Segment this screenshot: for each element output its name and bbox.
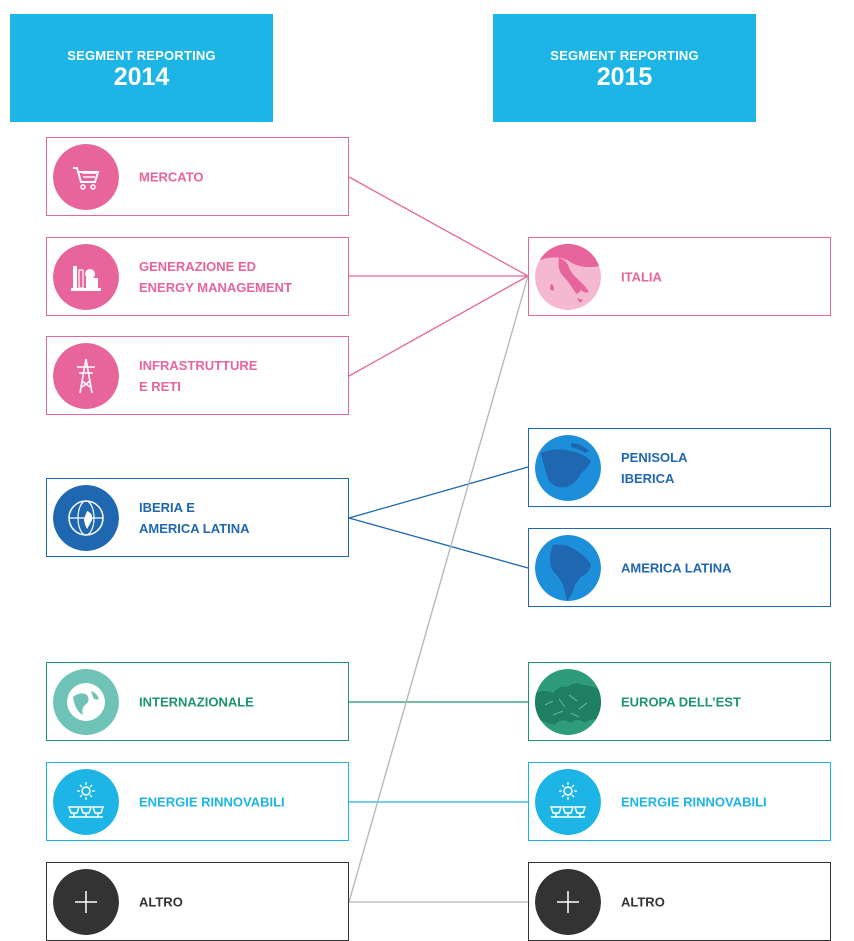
segment-2014-generazione: GENERAZIONE ED ENERGY MANAGEMENT: [46, 237, 349, 316]
segment-2014-iberia-america: IBERIA E AMERICA LATINA: [46, 478, 349, 557]
header-2015-year: 2015: [596, 63, 653, 91]
plus-icon: [53, 868, 119, 935]
segment-2015-america-latina: AMERICA LATINA: [528, 528, 831, 607]
segment-2014-internazionale: INTERNAZIONALE: [46, 662, 349, 741]
plus-icon: [535, 868, 601, 935]
solar-panels-icon: [53, 768, 119, 835]
shopping-cart-icon: [53, 143, 119, 210]
iberia-map-icon: [535, 434, 601, 501]
earth-icon: [53, 668, 119, 735]
europe-map-icon: [535, 668, 601, 735]
segment-2015-altro-label: ALTRO: [621, 894, 665, 909]
segment-2014-infrastrutture: INFRASTRUTTURE E RETI: [46, 336, 349, 415]
header-2014-year: 2014: [113, 63, 170, 91]
segment-2014-energie-rinnovabili: ENERGIE RINNOVABILI: [46, 762, 349, 841]
connector-altro-italia: [348, 275, 529, 903]
segment-2014-mercato: MERCATO: [46, 137, 349, 216]
segment-2014-iberia-america-label: IBERIA E AMERICA LATINA: [139, 499, 250, 536]
globe-icon: [53, 484, 119, 551]
segment-2014-altro-label: ALTRO: [139, 894, 183, 909]
segment-2015-energie-rinnovabili: ENERGIE RINNOVABILI: [528, 762, 831, 841]
connector-mercato-italia: [348, 176, 529, 277]
connector-infrastrutture-italia: [348, 275, 529, 377]
solar-panels-icon: [535, 768, 601, 835]
segment-2015-altro: ALTRO: [528, 862, 831, 941]
segment-2015-america-latina-label: AMERICA LATINA: [621, 560, 732, 575]
header-2015: SEGMENT REPORTING 2015: [493, 14, 756, 122]
segment-2015-italia: ITALIA: [528, 237, 831, 316]
italy-map-icon: [535, 243, 601, 310]
segment-2014-internazionale-label: INTERNAZIONALE: [139, 694, 254, 709]
header-2014-title: SEGMENT REPORTING: [67, 48, 216, 63]
segment-2014-mercato-label: MERCATO: [139, 169, 204, 184]
segment-2014-altro: ALTRO: [46, 862, 349, 941]
segment-2014-infrastrutture-label: INFRASTRUTTURE E RETI: [139, 357, 258, 394]
power-pylon-icon: [53, 342, 119, 409]
segment-2015-penisola-iberica: PENISOLA IBERICA: [528, 428, 831, 507]
power-plant-icon: [53, 243, 119, 310]
segment-2015-italia-label: ITALIA: [621, 269, 662, 284]
connector-iberia-penisola: [348, 466, 529, 519]
segment-2015-penisola-iberica-label: PENISOLA IBERICA: [621, 449, 688, 486]
segment-2015-energie-rinnovabili-label: ENERGIE RINNOVABILI: [621, 794, 767, 809]
segment-2015-europa-est: EUROPA DELL’EST: [528, 662, 831, 741]
segment-2014-generazione-label: GENERAZIONE ED ENERGY MANAGEMENT: [139, 258, 292, 295]
connector-iberia-america: [348, 517, 529, 569]
header-2015-title: SEGMENT REPORTING: [550, 48, 699, 63]
segment-2014-energie-rinnovabili-label: ENERGIE RINNOVABILI: [139, 794, 285, 809]
header-2014: SEGMENT REPORTING 2014: [10, 14, 273, 122]
south-america-map-icon: [535, 534, 601, 601]
segment-2015-europa-est-label: EUROPA DELL’EST: [621, 694, 741, 709]
